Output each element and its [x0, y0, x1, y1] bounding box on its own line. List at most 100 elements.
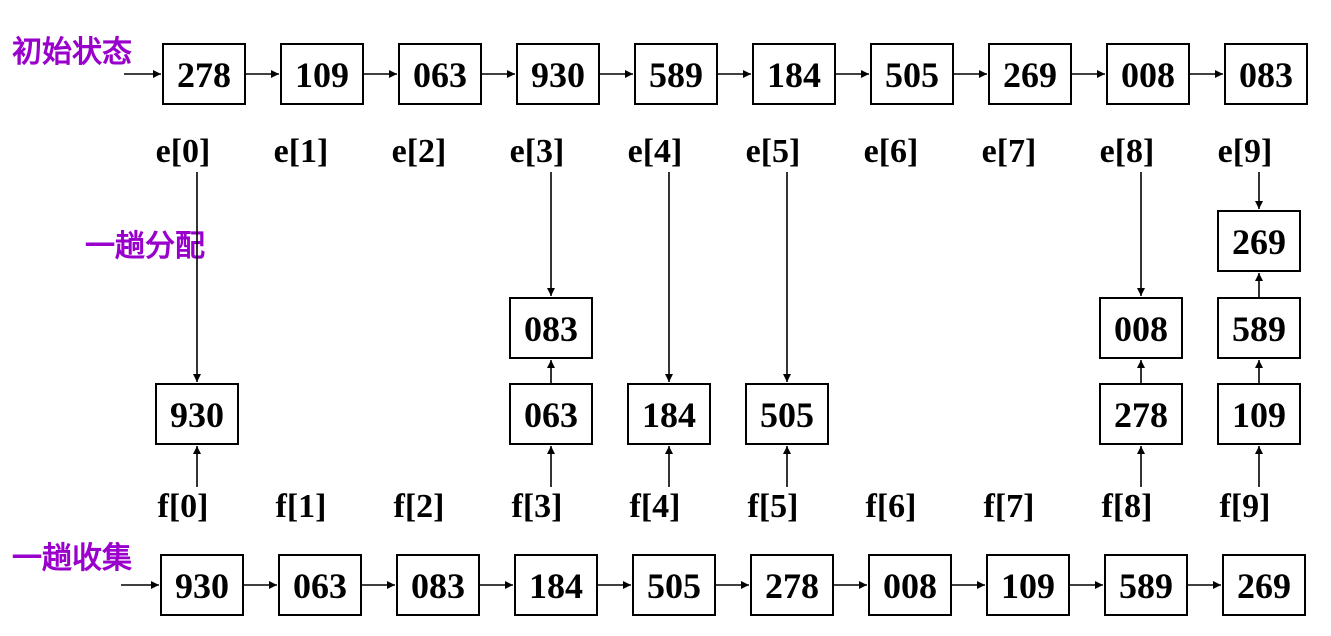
bucket-9-node-589-value: 589: [1232, 309, 1286, 349]
initial-node-008-value: 008: [1121, 55, 1175, 95]
initial-node-008: 008: [1106, 43, 1190, 105]
bucket-0-node-930-frame: [155, 383, 239, 445]
bucket-3-node-063: 063: [509, 383, 593, 445]
label-initial-state: 初始状态: [12, 35, 132, 70]
initial-node-269-frame: [988, 43, 1072, 105]
collected-node-278: 278: [750, 554, 834, 616]
collected-node-505: 505: [632, 554, 716, 616]
bucket-4-node-184-frame: [627, 383, 711, 445]
collected-node-278-value: 278: [765, 566, 819, 606]
bucket-5-node-505-value: 505: [760, 395, 814, 435]
f-pointer-5: f[5]: [748, 488, 799, 525]
bucket-8-node-278-value: 278: [1114, 395, 1168, 435]
initial-node-930: 930: [516, 43, 600, 105]
initial-node-184-value: 184: [767, 55, 821, 95]
e-pointer-0: e[0]: [156, 133, 211, 170]
bucket-4-node-184-value: 184: [642, 395, 696, 435]
bucket-3-node-083-value: 083: [524, 309, 578, 349]
collected-node-930-value: 930: [175, 566, 229, 606]
collected-node-083-value: 083: [411, 566, 465, 606]
bucket-3-node-063-value: 063: [524, 395, 578, 435]
initial-node-083: 083: [1224, 43, 1308, 105]
e-pointer-7: e[7]: [982, 133, 1037, 170]
bucket-9-node-269: 269: [1217, 210, 1301, 272]
collected-node-589: 589: [1104, 554, 1188, 616]
collected-node-008: 008: [868, 554, 952, 616]
f-pointer-4: f[4]: [630, 488, 681, 525]
bucket-8-node-008-frame: [1099, 297, 1183, 359]
bucket-8-node-278-frame: [1099, 383, 1183, 445]
label-one-pass-distribute: 一趟分配: [85, 229, 205, 264]
bucket-9-node-589: 589: [1217, 297, 1301, 359]
f-pointer-1: f[1]: [276, 488, 327, 525]
f-pointer-0: f[0]: [158, 488, 209, 525]
initial-node-505: 505: [870, 43, 954, 105]
collected-node-063-value: 063: [293, 566, 347, 606]
initial-node-109: 109: [280, 43, 364, 105]
bucket-5-node-505-frame: [745, 383, 829, 445]
initial-node-184: 184: [752, 43, 836, 105]
initial-node-589-value: 589: [649, 55, 703, 95]
initial-node-589: 589: [634, 43, 718, 105]
collected-node-269: 269: [1222, 554, 1306, 616]
collected-node-589-value: 589: [1119, 566, 1173, 606]
initial-node-083-frame: [1224, 43, 1308, 105]
collected-node-184: 184: [514, 554, 598, 616]
e-pointer-6: e[6]: [864, 133, 919, 170]
initial-node-269: 269: [988, 43, 1072, 105]
initial-node-278-value: 278: [177, 55, 231, 95]
f-pointer-6: f[6]: [866, 488, 917, 525]
initial-node-063-value: 063: [413, 55, 467, 95]
bucket-9-node-269-value: 269: [1232, 222, 1286, 262]
initial-node-269-value: 269: [1003, 55, 1057, 95]
initial-node-930-value: 930: [531, 55, 585, 95]
collected-node-083-frame: [396, 554, 480, 616]
initial-node-083-value: 083: [1239, 55, 1293, 95]
f-pointer-8: f[8]: [1102, 488, 1153, 525]
collected-node-083: 083: [396, 554, 480, 616]
bucket-0-node-930-value: 930: [170, 395, 224, 435]
initial-node-063: 063: [398, 43, 482, 105]
f-pointer-2: f[2]: [394, 488, 445, 525]
initial-node-008-frame: [1106, 43, 1190, 105]
bucket-4-node-184: 184: [627, 383, 711, 445]
f-pointer-3: f[3]: [512, 488, 563, 525]
bucket-9-node-109-frame: [1217, 383, 1301, 445]
collected-node-505-value: 505: [647, 566, 701, 606]
collected-node-269-frame: [1222, 554, 1306, 616]
collected-node-109-value: 109: [1001, 566, 1055, 606]
collected-node-184-frame: [514, 554, 598, 616]
initial-node-063-frame: [398, 43, 482, 105]
collected-node-930: 930: [160, 554, 244, 616]
collected-node-109: 109: [986, 554, 1070, 616]
collected-node-008-value: 008: [883, 566, 937, 606]
e-pointer-5: e[5]: [746, 133, 801, 170]
bucket-8-node-008: 008: [1099, 297, 1183, 359]
bucket-9-node-109-value: 109: [1232, 395, 1286, 435]
bucket-8-node-278: 278: [1099, 383, 1183, 445]
collected-node-278-frame: [750, 554, 834, 616]
collected-node-930-frame: [160, 554, 244, 616]
bucket-8-node-008-value: 008: [1114, 309, 1168, 349]
bucket-0-node-930: 930: [155, 383, 239, 445]
initial-node-184-frame: [752, 43, 836, 105]
bucket-3-node-083-frame: [509, 297, 593, 359]
f-pointer-9: f[9]: [1220, 488, 1271, 525]
f-pointer-7: f[7]: [984, 488, 1035, 525]
collected-node-008-frame: [868, 554, 952, 616]
e-pointer-2: e[2]: [392, 133, 447, 170]
collected-node-184-value: 184: [529, 566, 583, 606]
initial-node-505-value: 505: [885, 55, 939, 95]
initial-node-930-frame: [516, 43, 600, 105]
initial-node-589-frame: [634, 43, 718, 105]
e-pointer-3: e[3]: [510, 133, 565, 170]
bucket-3-node-083: 083: [509, 297, 593, 359]
initial-node-278: 278: [162, 43, 246, 105]
bucket-9-node-109: 109: [1217, 383, 1301, 445]
e-pointer-4: e[4]: [628, 133, 683, 170]
label-one-pass-collect: 一趟收集: [12, 541, 133, 576]
bucket-5-node-505: 505: [745, 383, 829, 445]
collected-node-063: 063: [278, 554, 362, 616]
